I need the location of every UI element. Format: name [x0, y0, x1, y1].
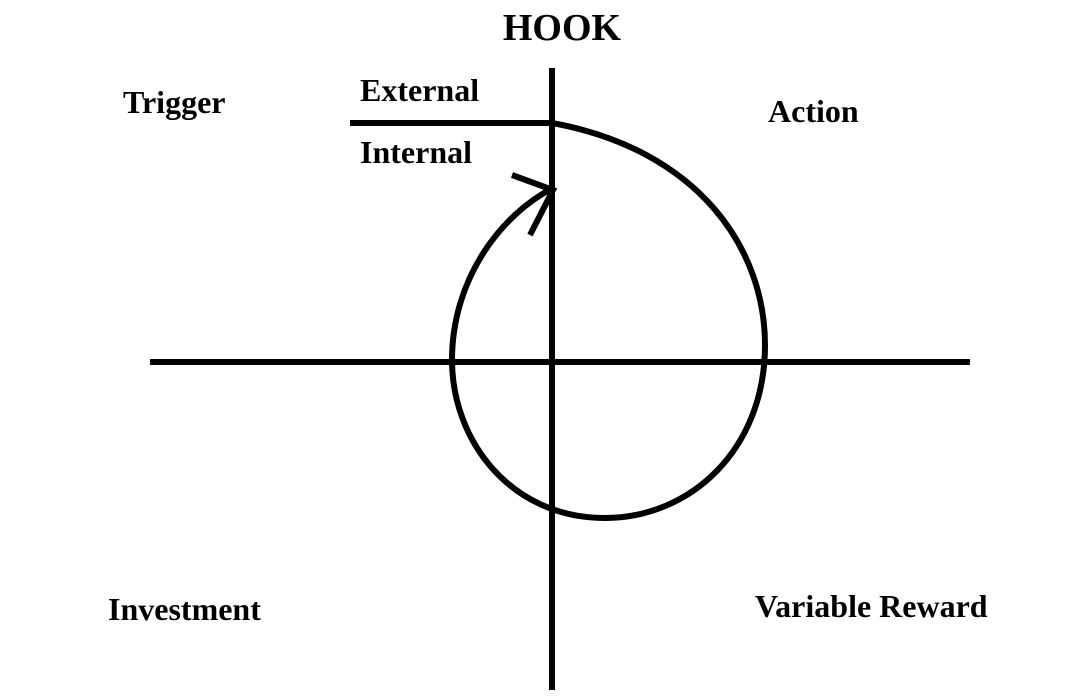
label-internal: Internal	[360, 134, 472, 170]
label-action: Action	[768, 93, 859, 129]
label-variable-reward: Variable Reward	[755, 588, 988, 624]
hook-loop	[448, 120, 769, 522]
arrow-head-icon	[510, 172, 558, 237]
label-investment: Investment	[108, 591, 261, 627]
diagram-title: HOOK	[503, 7, 622, 49]
label-trigger: Trigger	[123, 84, 225, 120]
label-external: External	[360, 72, 479, 108]
